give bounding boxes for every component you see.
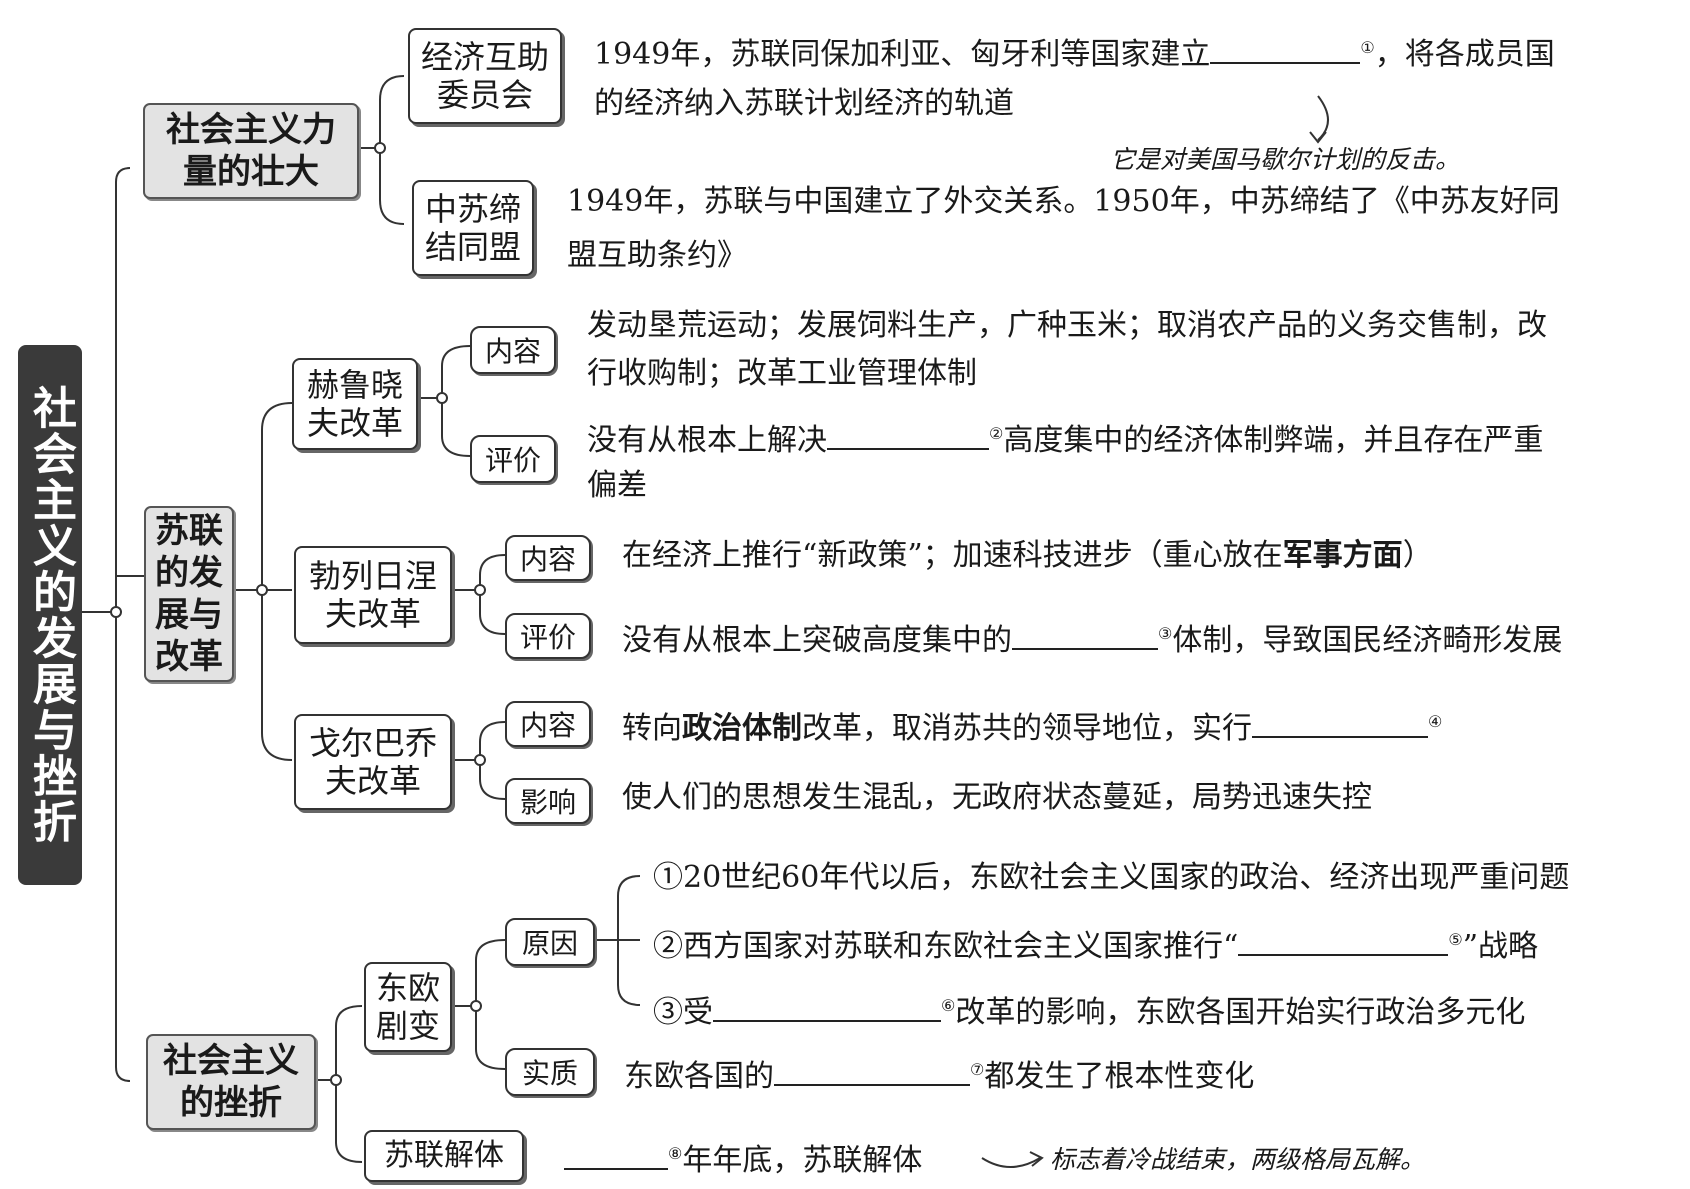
dissolution-text: ⑧年年底，苏联解体: [564, 1128, 922, 1187]
cause-2: ②西方国家对苏联和东欧社会主义国家推行“⑤”战略: [653, 914, 1538, 973]
node-socialism-growth: 社会主义力量的壮大: [143, 103, 359, 199]
node-khrushchev-reform: 赫鲁晓夫改革: [292, 358, 418, 450]
khrushchev-content-line1: 发动垦荒运动；发展饲料生产，广种玉米；取消农产品的义务交售制，改: [587, 308, 1547, 343]
tag-khrushchev-eval: 评价: [470, 435, 556, 483]
node-comecon: 经济互助委员会: [408, 28, 562, 124]
tag-gorbachev-content: 内容: [505, 701, 591, 747]
dissolution-note: 标志着冷战结束，两级格局瓦解。: [1050, 1145, 1426, 1174]
node-gorbachev-reform: 戈尔巴乔夫改革: [294, 714, 452, 810]
tag-brezhnev-eval: 评价: [505, 613, 591, 659]
brezhnev-content: 在经济上推行“新政策”；加速科技进步（重心放在军事方面）: [622, 538, 1433, 573]
tag-khrushchev-content: 内容: [470, 326, 556, 374]
node-socialism-setback: 社会主义的挫折: [146, 1034, 316, 1130]
alliance-text-line2: 盟互助条约》: [567, 238, 747, 273]
gorbachev-impact: 使人们的思想发生混乱，无政府状态蔓延，局势迅速失控: [622, 780, 1372, 815]
node-east-europe-change: 东欧剧变: [364, 962, 452, 1052]
root-title: 社会主义的发展与挫折: [18, 345, 82, 885]
tag-cause: 原因: [505, 918, 595, 966]
node-ussr-dissolution: 苏联解体: [364, 1130, 524, 1182]
khrushchev-content-line2: 行收购制；改革工业管理体制: [587, 356, 977, 391]
node-soviet-reform: 苏联的发展与改革: [144, 506, 234, 682]
node-brezhnev-reform: 勃列日涅夫改革: [294, 546, 452, 644]
alliance-text-line1: 1949年，苏联与中国建立了外交关系。1950年，中苏缔结了《中苏友好同: [567, 184, 1560, 219]
khrushchev-eval-line2: 偏差: [587, 468, 647, 503]
tag-essence: 实质: [505, 1048, 595, 1096]
tag-gorbachev-impact: 影响: [505, 778, 591, 824]
comecon-text-line2: 的经济纳入苏联计划经济的轨道: [594, 86, 1014, 121]
cause-1: ①20世纪60年代以后，东欧社会主义国家的政治、经济出现严重问题: [653, 860, 1570, 895]
comecon-note: 它是对美国马歇尔计划的反击。: [1110, 145, 1461, 174]
node-sino-soviet-alliance: 中苏缔结同盟: [412, 180, 534, 276]
tag-brezhnev-content: 内容: [505, 535, 591, 581]
